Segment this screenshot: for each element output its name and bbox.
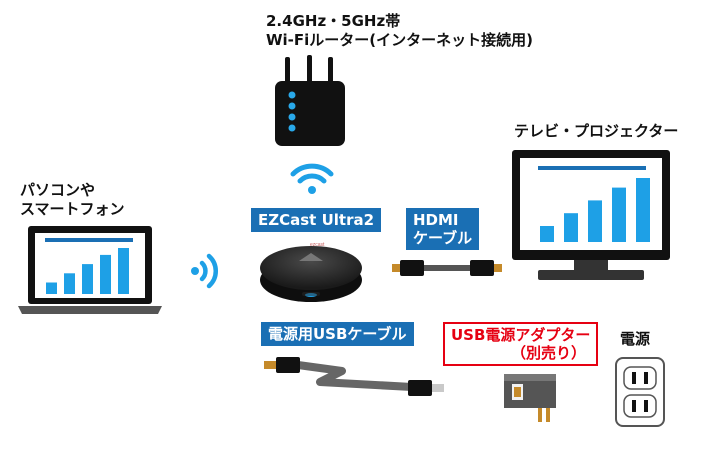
- pc-label-line2: スマートフォン: [20, 200, 125, 218]
- tv-icon: [512, 150, 670, 280]
- hdmi-badge: HDMI ケーブル: [406, 208, 480, 250]
- tv-label: テレビ・プロジェクター: [514, 122, 679, 140]
- tv-screen-bar-4: [612, 187, 626, 242]
- power-outlet-icon: [615, 357, 665, 427]
- laptop-screen-bar-1: [46, 282, 57, 294]
- pc-label-line1: パソコンや: [20, 181, 96, 199]
- usb-adapter-icon: [504, 374, 556, 422]
- hdmi-cable-icon: [392, 260, 502, 276]
- laptop-screen-bar-3: [82, 264, 93, 294]
- hdmi-badge-line2: ケーブル: [413, 229, 473, 247]
- tv-screen-bar-5: [636, 178, 650, 242]
- usb-cable-icon: [264, 357, 444, 396]
- laptop-screen-bar-4: [100, 254, 111, 294]
- tv-screen-bar-3: [588, 200, 602, 242]
- power-label: 電源: [620, 330, 651, 348]
- usb-adapter-label-line1: USB電源アダプター: [451, 326, 591, 344]
- tv-screen-bar-1: [540, 226, 554, 242]
- router-label-line1: 2.4GHz・5GHz帯: [266, 12, 401, 30]
- device-badge: EZCast Ultra2: [251, 208, 382, 232]
- ezcast-device-icon: ezcast: [260, 242, 362, 302]
- wifi-signal-icon: [290, 163, 334, 194]
- laptop-screen-bar-2: [64, 273, 75, 294]
- hdmi-badge-line1: HDMI: [413, 211, 459, 229]
- router-icon: [275, 55, 345, 146]
- usb-adapter-label: USB電源アダプター （別売り）: [443, 322, 599, 366]
- tv-screen-bar-2: [564, 213, 578, 242]
- device-logo: ezcast: [310, 242, 325, 248]
- laptop-icon: [18, 226, 162, 314]
- usb-adapter-label-line2: （別売り）: [511, 344, 587, 362]
- wifi-signal-side-icon: [191, 253, 219, 289]
- usb-cable-badge: 電源用USBケーブル: [261, 322, 414, 346]
- laptop-screen-bar-5: [118, 248, 129, 294]
- router-label-line2: Wi-Fiルーター(インターネット接続用): [266, 31, 534, 49]
